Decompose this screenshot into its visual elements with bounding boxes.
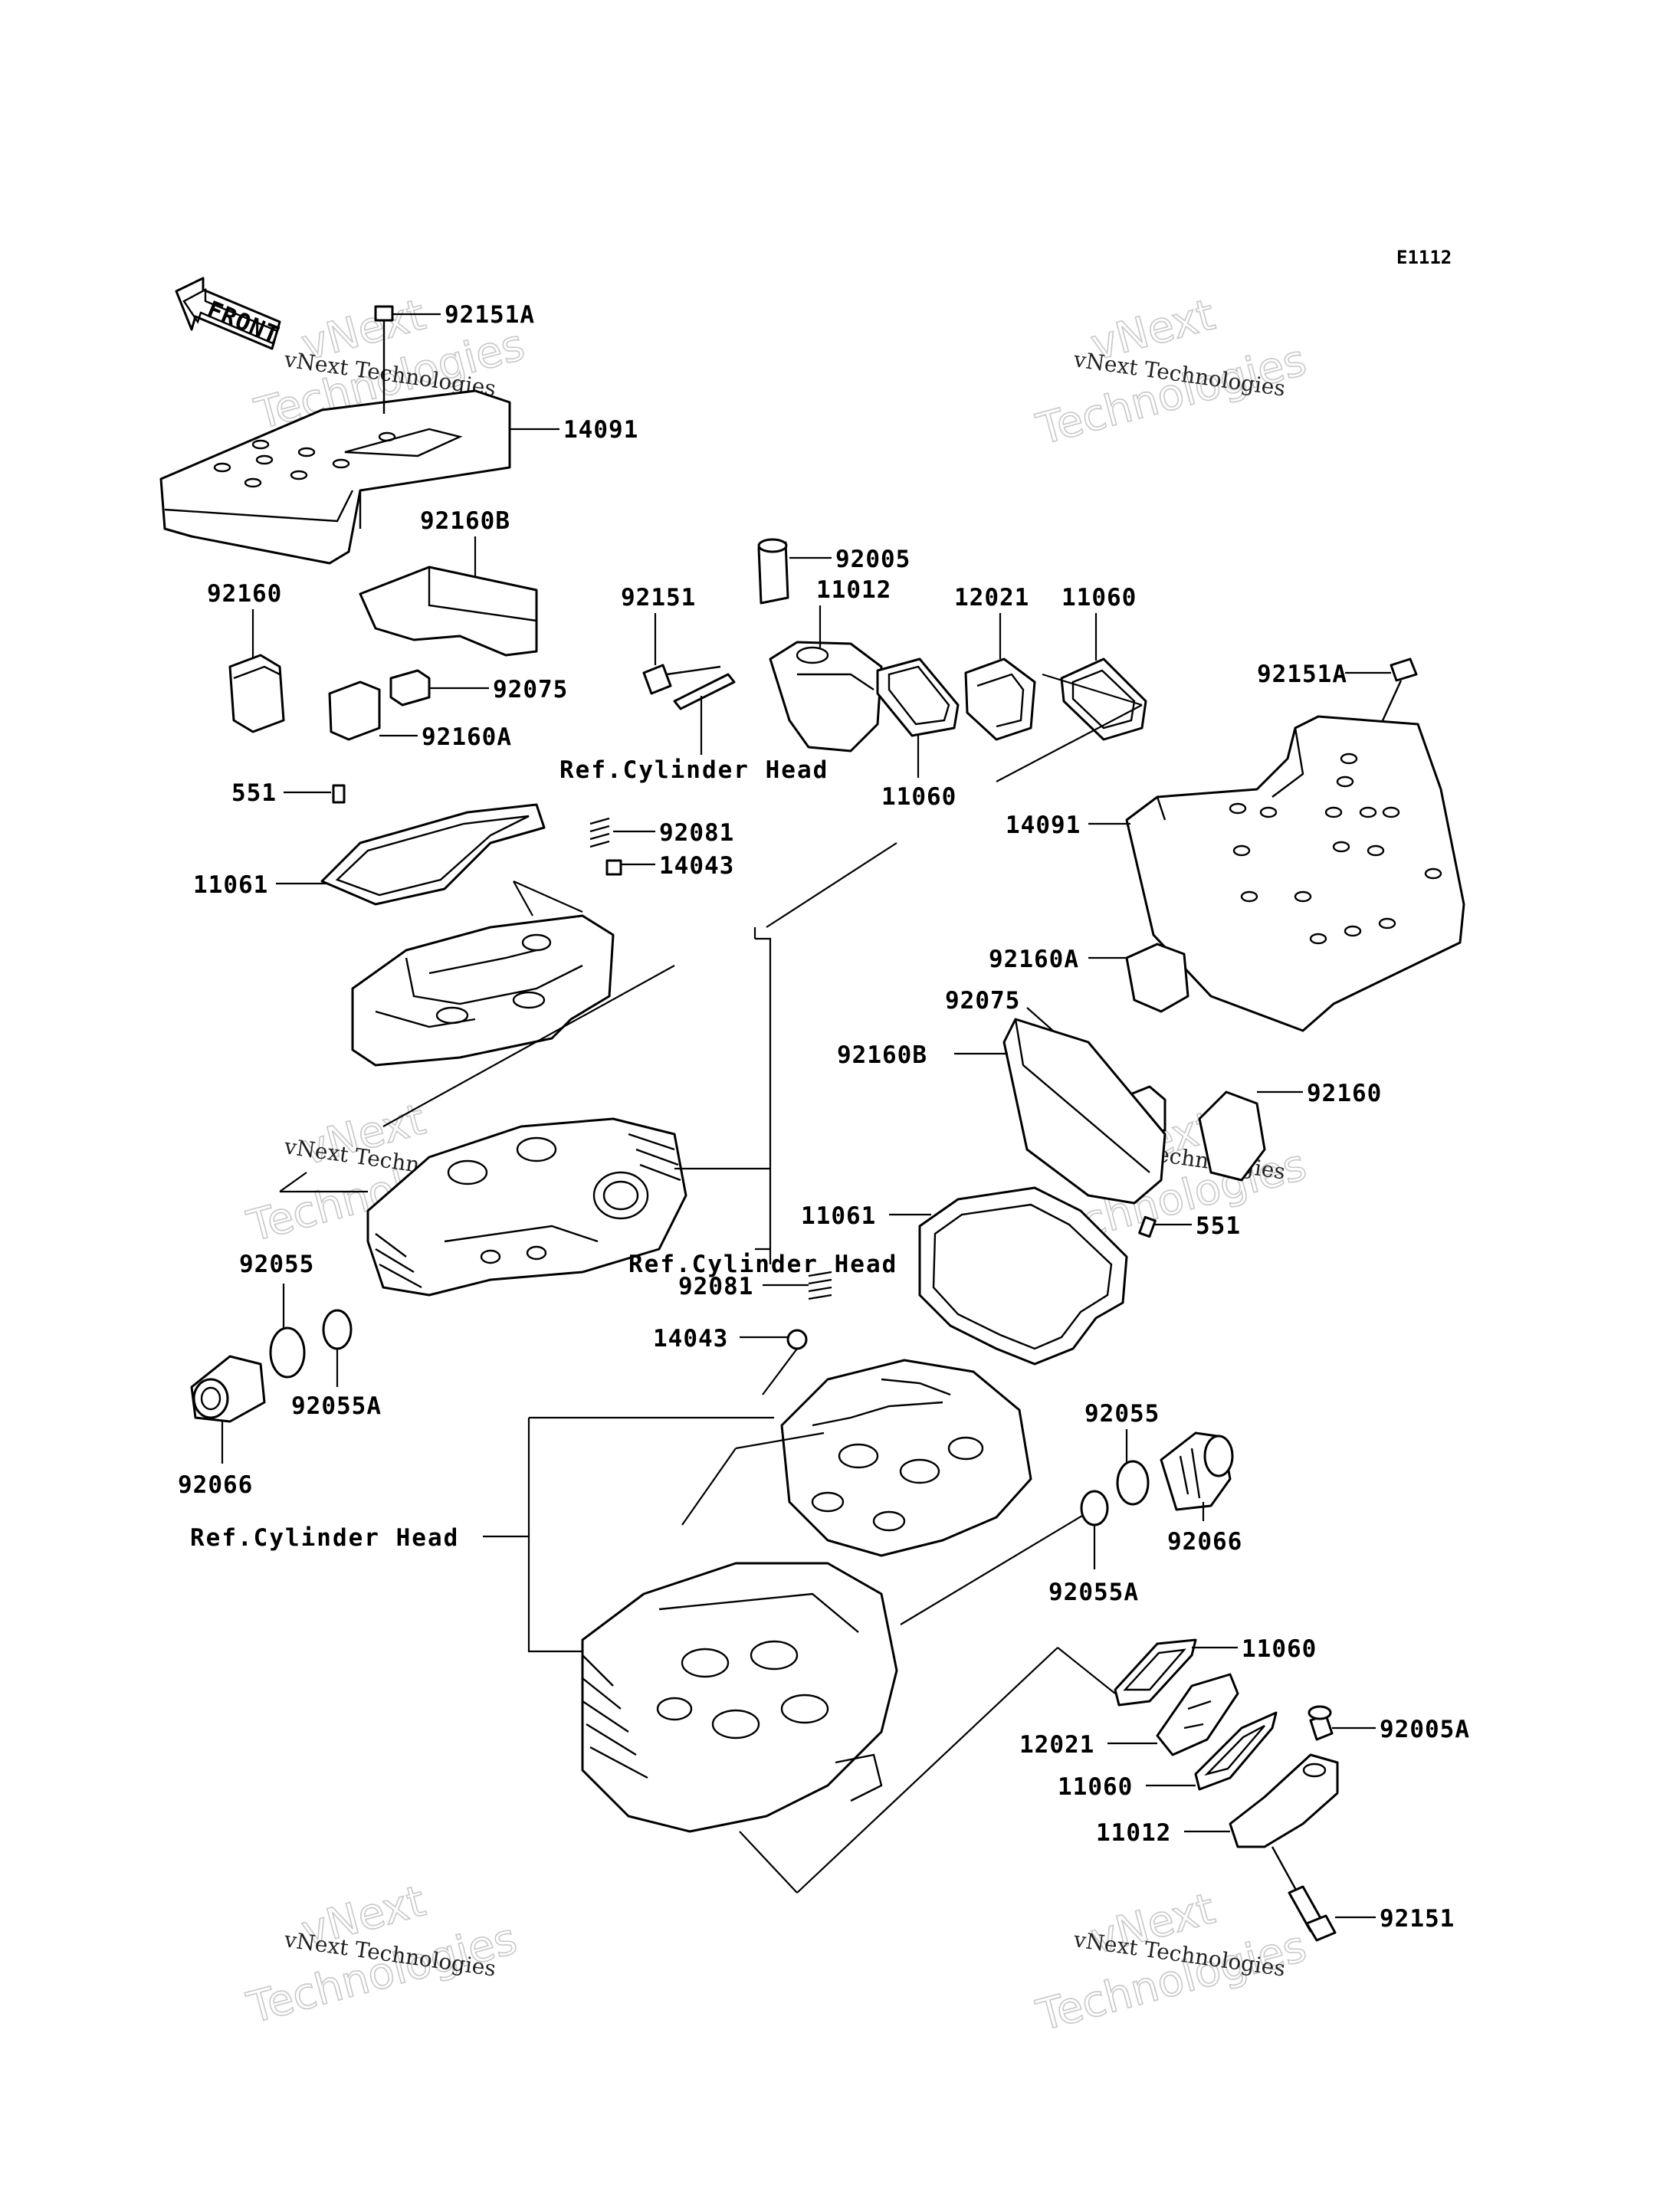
cylinder-head-right-drawing [581,1562,898,1833]
part-label-92160A-left: 92160A [422,723,512,751]
ref-label-cylinder-head-left: Ref.Cylinder Head [190,1524,459,1552]
part-label-11060-low2: 11060 [1058,1773,1133,1801]
part-label-14091-left: 14091 [563,416,638,444]
cover-92160B-right-drawing [1002,1018,1166,1205]
cover-14091-right-drawing [1125,715,1465,1032]
cap-92160A-left-drawing [328,680,381,741]
watermark-top-right: Technologies vNext vNext Technologies [1031,290,1312,456]
watermark-bottom-left: Technologies vNext vNext Technologies [241,1876,523,2035]
gasket-11061-right-drawing [918,1186,1128,1366]
cover-14091-left-drawing [159,389,511,565]
part-label-11061-left: 11061 [193,871,268,899]
part-label-92075-left: 92075 [493,676,568,703]
o-ring-92055A-left-drawing [322,1309,353,1350]
front-arrow-icon: FRONT [175,277,284,350]
part-label-92005: 92005 [835,546,911,573]
cover-92160B-left-drawing [359,566,538,657]
cylinder-head-left-drawing [366,1117,687,1297]
housing-11012-top-drawing [769,641,883,753]
part-label-92055-left: 92055 [239,1251,314,1278]
gasket-11060-low1-drawing [1114,1638,1197,1707]
gasket-11061-left-drawing [320,803,546,906]
cap-92160-right-drawing [1198,1090,1266,1182]
o-ring-92055-right-drawing [1116,1460,1150,1506]
front-label: FRONT [203,296,284,349]
part-label-92081-left: 92081 [659,819,734,847]
bolt-92151A-right-drawing [1374,657,1418,736]
part-label-92151-top: 92151 [621,584,696,612]
part-label-92160A-right: 92160A [989,946,1079,973]
part-label-12021-top: 12021 [954,584,1029,612]
part-label-92160B-left: 92160B [420,507,510,535]
pipe-strip-top-drawing [673,673,736,710]
part-label-551-right: 551 [1196,1212,1241,1240]
part-label-92055A-left: 92055A [291,1392,382,1420]
part-label-14043-right: 14043 [653,1325,728,1353]
diagram-code: E1112 [1396,247,1452,268]
part-label-12021-low: 12021 [1019,1731,1094,1759]
rocker-housing-right-drawing [780,1359,1032,1557]
gasket-11060-top-right-drawing [1060,657,1147,741]
part-label-92160-left: 92160 [207,580,282,608]
ref-label-cylinder-head-mid: Ref.Cylinder Head [628,1251,897,1278]
bolt-92151-top-drawing [642,664,721,695]
o-ring-92055A-right-drawing [1080,1490,1109,1526]
reed-12021-top-drawing [964,657,1036,741]
cap-14043-left-drawing [605,859,622,876]
part-label-92160-right: 92160 [1307,1080,1382,1107]
fitting-92066-right-drawing [1160,1431,1234,1511]
part-label-92160B-right: 92160B [837,1041,927,1069]
part-label-92005A: 92005A [1380,1716,1470,1743]
cap-92005-drawing [757,538,789,605]
watermark-bottom-right: Technologies vNext vNext Technologies [1031,1884,1312,2042]
ref-label-cylinder-head-top: Ref.Cylinder Head [559,756,829,784]
spring-92081-left-drawing [589,817,610,848]
part-label-11012-low: 11012 [1096,1819,1171,1847]
part-label-92066-right: 92066 [1167,1528,1242,1556]
part-label-92055A-right: 92055A [1048,1579,1139,1606]
fitting-92066-left-drawing [190,1355,266,1423]
part-label-92081-right: 92081 [678,1273,753,1300]
rocker-housing-left-drawing [351,914,615,1067]
part-label-11060-low1: 11060 [1242,1635,1317,1663]
dowel-551-right-drawing [1138,1215,1157,1238]
part-label-11060-mid: 11060 [881,783,956,811]
cap-92005A-drawing [1308,1705,1334,1741]
part-label-92151A-right: 92151A [1257,661,1347,688]
gasket-11060-top-left-drawing [876,657,960,737]
reed-12021-low-drawing [1156,1673,1239,1756]
cap-92160A-right-drawing [1125,943,1189,1013]
part-label-11061-right: 11061 [801,1202,876,1230]
part-label-92066-left: 92066 [178,1471,253,1499]
part-label-92151-low: 92151 [1380,1905,1455,1933]
part-label-14043-left: 14043 [659,852,734,880]
cap-92160-left-drawing [228,654,285,733]
dowel-551-left-drawing [332,784,346,804]
part-label-92075-right: 92075 [945,987,1020,1015]
part-label-14091-right: 14091 [1006,812,1081,839]
bolt-92151A-top-drawing [374,305,441,414]
part-label-92055-right: 92055 [1084,1400,1160,1428]
bolt-92151-low-drawing [1271,1846,1337,1942]
o-ring-92055-left-drawing [269,1326,306,1379]
clip-92075-left-drawing [389,669,431,707]
gasket-11060-low2-drawing [1194,1711,1278,1791]
housing-11012-low-drawing [1229,1753,1339,1848]
cap-14043-right-drawing [786,1329,808,1350]
part-label-551-left: 551 [231,779,277,807]
part-label-92151A-top: 92151A [445,301,535,329]
part-label-11060-top: 11060 [1061,584,1137,612]
spring-92081-right-drawing [808,1271,832,1300]
part-label-11012-top: 11012 [816,576,891,604]
